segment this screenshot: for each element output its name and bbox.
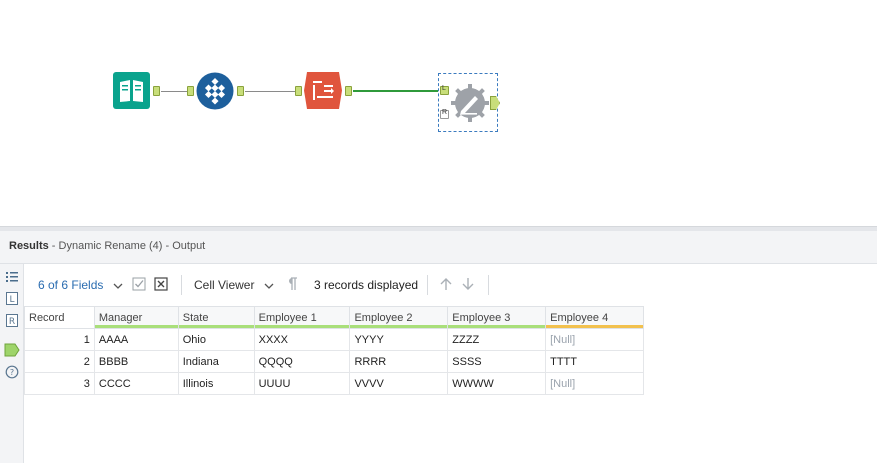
help-icon[interactable]: ? [5, 365, 19, 379]
table-row[interactable]: 2 BBBB Indiana QQQQ RRRR SSSS TTTT [24, 350, 644, 373]
fields-label: 6 of 6 Fields [38, 278, 104, 292]
column-header-state[interactable]: State [177, 306, 255, 329]
transpose-tool[interactable] [196, 72, 234, 110]
column-header-employee-2[interactable]: Employee 2 [349, 306, 449, 329]
cell-viewer-label: Cell Viewer [194, 278, 255, 292]
column-header-employee-1[interactable]: Employee 1 [253, 306, 351, 329]
connection-line[interactable] [245, 91, 295, 92]
table-cell[interactable]: WWWW [447, 372, 547, 395]
input-output-anchor[interactable] [153, 86, 160, 96]
r-anchor-label: R [442, 109, 448, 116]
table-cell[interactable]: CCCC [93, 372, 179, 395]
table-cell[interactable]: RRRR [349, 350, 449, 373]
column-header-record[interactable]: Record [24, 306, 95, 329]
crosstab-input-anchor[interactable] [295, 86, 302, 96]
panel-splitter[interactable] [0, 226, 877, 231]
left-input-anchor[interactable]: L [440, 85, 449, 95]
table-cell[interactable]: AAAA [93, 328, 179, 351]
results-table[interactable]: Record Manager State Employee 1 Employee… [24, 306, 644, 395]
tag-icon[interactable] [4, 343, 20, 357]
input-data-tool[interactable] [113, 72, 150, 109]
crosstab-output-anchor[interactable] [345, 86, 352, 96]
results-toolbar: 6 of 6 Fields Cell Viewer 3 records disp… [24, 264, 877, 306]
cell-viewer-selector[interactable]: Cell Viewer [194, 278, 274, 292]
record-number: 3 [24, 372, 95, 395]
column-header-employee-4[interactable]: Employee 4 [545, 306, 644, 329]
toolbar-divider [181, 275, 182, 295]
table-cell[interactable]: BBBB [93, 350, 179, 373]
l-anchor-label: L [442, 85, 446, 92]
table-cell[interactable]: Illinois [177, 372, 255, 395]
results-subtitle: - Dynamic Rename (4) - Output [48, 240, 206, 252]
l-icon[interactable]: L [5, 292, 19, 305]
table-cell[interactable]: Indiana [177, 350, 255, 373]
svg-text:R: R [9, 317, 15, 327]
book-icon [113, 72, 150, 109]
column-header-employee-3[interactable]: Employee 3 [447, 306, 547, 329]
results-title: Results - Dynamic Rename (4) - Output [9, 240, 205, 252]
pilcrow-icon[interactable] [286, 277, 298, 291]
arrow-down-icon[interactable] [461, 277, 475, 291]
table-row[interactable]: 1 AAAA Ohio XXXX YYYY ZZZZ [Null] [24, 328, 644, 351]
table-cell[interactable]: SSSS [447, 350, 547, 373]
transpose-input-anchor[interactable] [187, 86, 194, 96]
dynamic-rename-tool[interactable]: L R [438, 73, 500, 132]
arrow-up-icon[interactable] [439, 277, 453, 291]
table-cell[interactable]: TTTT [545, 350, 644, 373]
results-header: Results - Dynamic Rename (4) - Output [0, 231, 877, 264]
list-icon[interactable] [5, 270, 19, 283]
table-cell[interactable]: UUUU [253, 372, 351, 395]
table-cell[interactable]: YYYY [349, 328, 449, 351]
chevron-down-icon [264, 283, 274, 289]
toolbar-divider [488, 275, 489, 295]
table-cell-null[interactable]: [Null] [545, 328, 644, 351]
chevron-down-icon [113, 283, 123, 289]
connection-line[interactable] [161, 91, 187, 92]
svg-text:?: ? [10, 368, 14, 377]
checkbox-icon[interactable] [132, 277, 146, 291]
svg-text:L: L [9, 295, 14, 305]
output-anchor[interactable] [490, 96, 500, 110]
transpose-output-anchor[interactable] [237, 86, 244, 96]
table-cell[interactable]: QQQQ [253, 350, 351, 373]
right-input-anchor[interactable]: R [440, 109, 449, 119]
table-cell-null[interactable]: [Null] [545, 372, 644, 395]
diamond-grid-icon [196, 72, 234, 110]
table-cell[interactable]: Ohio [177, 328, 255, 351]
results-label: Results [9, 240, 49, 252]
table-row[interactable]: 3 CCCC Illinois UUUU VVVV WWWW [Null] [24, 372, 644, 395]
crosstab-icon [304, 72, 342, 109]
crosstab-tool[interactable] [304, 72, 342, 109]
toolbar-divider [427, 275, 428, 295]
deselect-icon[interactable] [154, 277, 168, 291]
column-header-manager[interactable]: Manager [93, 306, 179, 329]
table-cell[interactable]: ZZZZ [447, 328, 547, 351]
pen-gear-icon [451, 84, 489, 122]
table-header-row: Record Manager State Employee 1 Employee… [24, 306, 644, 329]
connection-line-selected[interactable] [353, 90, 438, 92]
record-number: 1 [24, 328, 95, 351]
fields-selector[interactable]: 6 of 6 Fields [38, 278, 123, 292]
results-side-rail: L R ? [0, 264, 24, 463]
table-cell[interactable]: VVVV [349, 372, 449, 395]
records-count: 3 records displayed [314, 278, 419, 292]
r-icon[interactable]: R [5, 314, 19, 327]
table-cell[interactable]: XXXX [253, 328, 351, 351]
workflow-canvas[interactable]: L R [0, 0, 877, 226]
record-number: 2 [24, 350, 95, 373]
